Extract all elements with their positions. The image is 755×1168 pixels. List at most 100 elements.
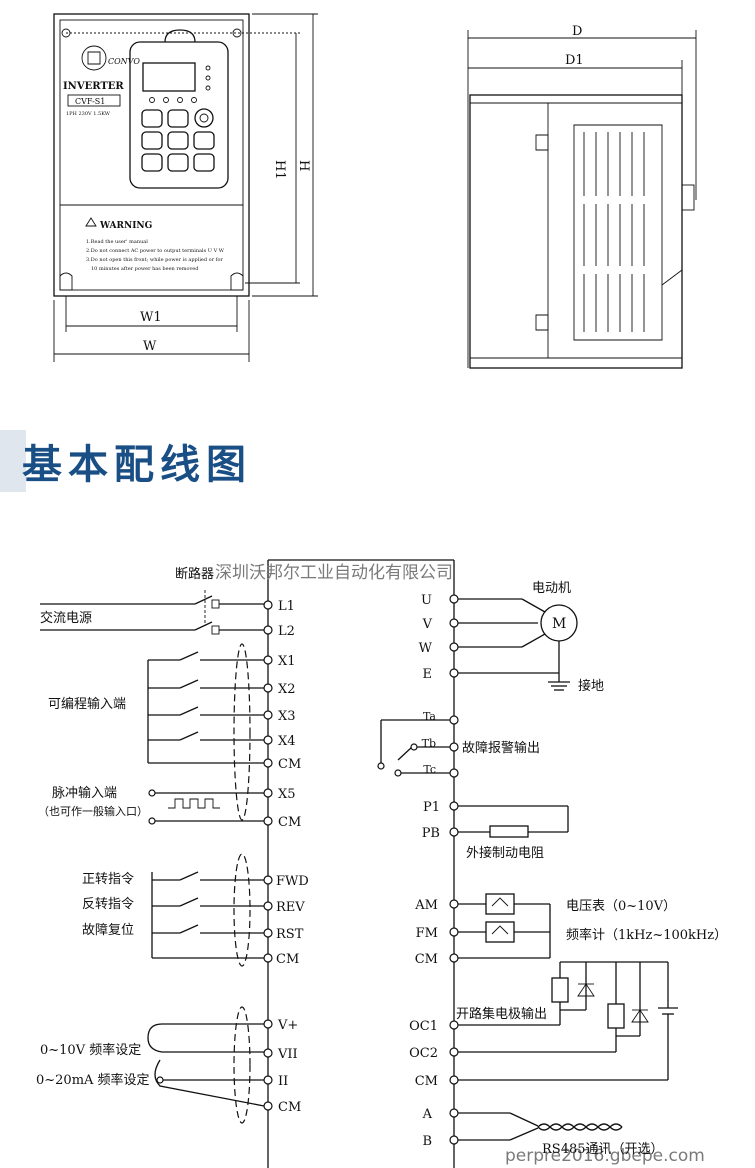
- side-housing: [469, 94, 683, 369]
- voltmeter-icon: [485, 893, 515, 915]
- breaker-label: 断路器: [175, 566, 214, 582]
- warning-line-4: 10 minutes after power has been removed: [91, 266, 199, 272]
- terminal-x3: X3: [278, 709, 296, 724]
- front-dimensions: H1 H W1 W: [53, 13, 318, 362]
- brake-res-label: 外接制动电阻: [466, 845, 544, 861]
- i-freq-label: 0~20mA 频率设定: [36, 1072, 150, 1088]
- terminal-b: B: [422, 1134, 432, 1149]
- ground-label: 接地: [578, 678, 604, 694]
- terminal-u: U: [421, 593, 432, 608]
- terminal-vplus: V+: [277, 1018, 298, 1033]
- warning-title: WARNING: [99, 221, 152, 231]
- terminal-l1: L1: [278, 599, 295, 614]
- left-terminals: L1 L2 X1 X2 X3 X4 CM X5 CM FWD REV RST C…: [263, 599, 309, 1115]
- terminal-x2: X2: [278, 682, 296, 697]
- led-display: [142, 62, 196, 92]
- terminal-fm: FM: [416, 926, 438, 941]
- keypad-panel: [129, 41, 229, 189]
- analog-inputs: 0~10V 频率设定 0~20mA 频率设定: [36, 1006, 265, 1124]
- terminal-oc1: OC1: [409, 1019, 438, 1034]
- pulse-note-label: （也可作一般输入口）: [38, 804, 148, 818]
- pulse-input: 脉冲输入端 （也可作一般输入口）: [38, 785, 264, 825]
- title-accent-bar: [0, 430, 26, 492]
- section-title: 基本配线图: [22, 442, 252, 488]
- housing-outline: [53, 13, 250, 297]
- brand-logo: [81, 45, 107, 71]
- front-view: CONVO INVERTER CVF-S1 1PH 230V 1.5KW: [53, 13, 250, 297]
- diode-1-icon: [577, 983, 595, 997]
- right-terminals: U V W E Ta Tb Tc P1 PB AM FM CM OC1 OC2 …: [409, 593, 459, 1149]
- voltmeter-label: 电压表（0~10V）: [566, 899, 676, 914]
- rating-label: 1PH 230V 1.5KW: [66, 111, 111, 117]
- terminal-l2: L2: [278, 624, 295, 639]
- fwd-cmd-label: 正转指令: [82, 872, 134, 887]
- run-commands: 正转指令 反转指令 故障复位: [82, 853, 264, 967]
- terminal-oc2: OC2: [409, 1046, 438, 1061]
- warning-line-2: 2.Do not connect AC power to output term…: [86, 248, 225, 254]
- terminal-vii: VII: [277, 1047, 298, 1062]
- terminal-x1: X1: [278, 654, 296, 669]
- v-freq-label: 0~10V 频率设定: [40, 1042, 141, 1058]
- dim-d: D: [572, 24, 582, 39]
- knob-icon: [194, 108, 214, 128]
- terminal-pb: PB: [422, 826, 440, 841]
- motor-symbol: M: [552, 616, 566, 632]
- fault-relay: 故障报警输出: [377, 719, 540, 777]
- pulse-waveform-icon: [168, 798, 220, 809]
- terminal-rst: RST: [276, 927, 304, 942]
- terminal-cm-3: CM: [276, 952, 299, 967]
- power-input: 断路器 交流电源: [40, 566, 264, 635]
- terminal-w: W: [419, 641, 433, 656]
- potentiometer-icon: [147, 1023, 264, 1053]
- terminal-am: AM: [414, 898, 438, 913]
- open-collector-outputs: 开路集电极输出: [456, 961, 678, 1081]
- dim-d1: D1: [565, 53, 584, 68]
- meter-outputs: 电压表（0~10V） 频率计（1kHz~100kHz）: [458, 893, 727, 959]
- terminal-a: A: [422, 1107, 433, 1122]
- oc-out-label: 开路集电极输出: [456, 1006, 547, 1022]
- relay-coil-1-icon: [551, 977, 569, 1003]
- motor-label: 电动机: [532, 581, 571, 596]
- brake-resistor: 外接制动电阻: [458, 805, 569, 861]
- terminal-cm-6: CM: [415, 1074, 438, 1089]
- dim-h: H: [296, 160, 311, 171]
- relay-coil-2-icon: [607, 1003, 625, 1029]
- reset-label: 故障复位: [82, 923, 134, 938]
- rev-cmd-label: 反转指令: [82, 897, 134, 912]
- motor-output: 电动机 M 接地: [458, 581, 604, 694]
- terminal-ii: II: [278, 1074, 288, 1089]
- terminal-p1: P1: [423, 800, 440, 815]
- resistor-icon: [489, 825, 529, 838]
- diode-2-icon: [631, 1009, 649, 1023]
- terminal-x4: X4: [278, 734, 296, 749]
- terminal-x5: X5: [278, 787, 296, 802]
- watermark: 深圳沃邦尔工业自动化有限公司 perpre2016.gbepe.com: [215, 563, 705, 1166]
- terminal-fwd: FWD: [276, 874, 309, 889]
- ac-power-label: 交流电源: [40, 610, 92, 626]
- rs485-bus: RS485通讯（开选）: [458, 1112, 664, 1157]
- prog-input-label: 可编程输入端: [48, 696, 126, 712]
- terminal-v: V: [422, 617, 433, 632]
- warning-icon: [85, 217, 97, 227]
- terminal-e: E: [423, 667, 433, 682]
- vent-slots: [583, 132, 645, 332]
- warning-line-1: 1.Read the user' manual: [86, 239, 148, 245]
- pulse-input-label: 脉冲输入端: [52, 785, 117, 801]
- dim-w1: W1: [140, 310, 162, 325]
- fault-out-label: 故障报警输出: [462, 740, 540, 756]
- rs485-label: RS485通讯（开选）: [542, 1142, 664, 1157]
- terminal-cm-2: CM: [278, 815, 301, 830]
- dim-h1: H1: [272, 160, 287, 180]
- brand-text: CONVO: [108, 57, 140, 66]
- twisted-pair-icon: [537, 1123, 623, 1131]
- keypad-buttons: [141, 108, 215, 172]
- model-label: CVF-S1: [75, 97, 105, 106]
- freqmeter-icon: [485, 921, 515, 943]
- terminal-ta: Ta: [423, 710, 436, 723]
- watermark-company: 深圳沃邦尔工业自动化有限公司: [215, 563, 453, 583]
- terminal-rev: REV: [276, 900, 305, 915]
- watermark-site: perpre2016.gbepe.com: [505, 1146, 705, 1166]
- warning-line-3: 3.Do not open this front; while power is…: [86, 257, 224, 263]
- terminal-cm-5: CM: [415, 952, 438, 967]
